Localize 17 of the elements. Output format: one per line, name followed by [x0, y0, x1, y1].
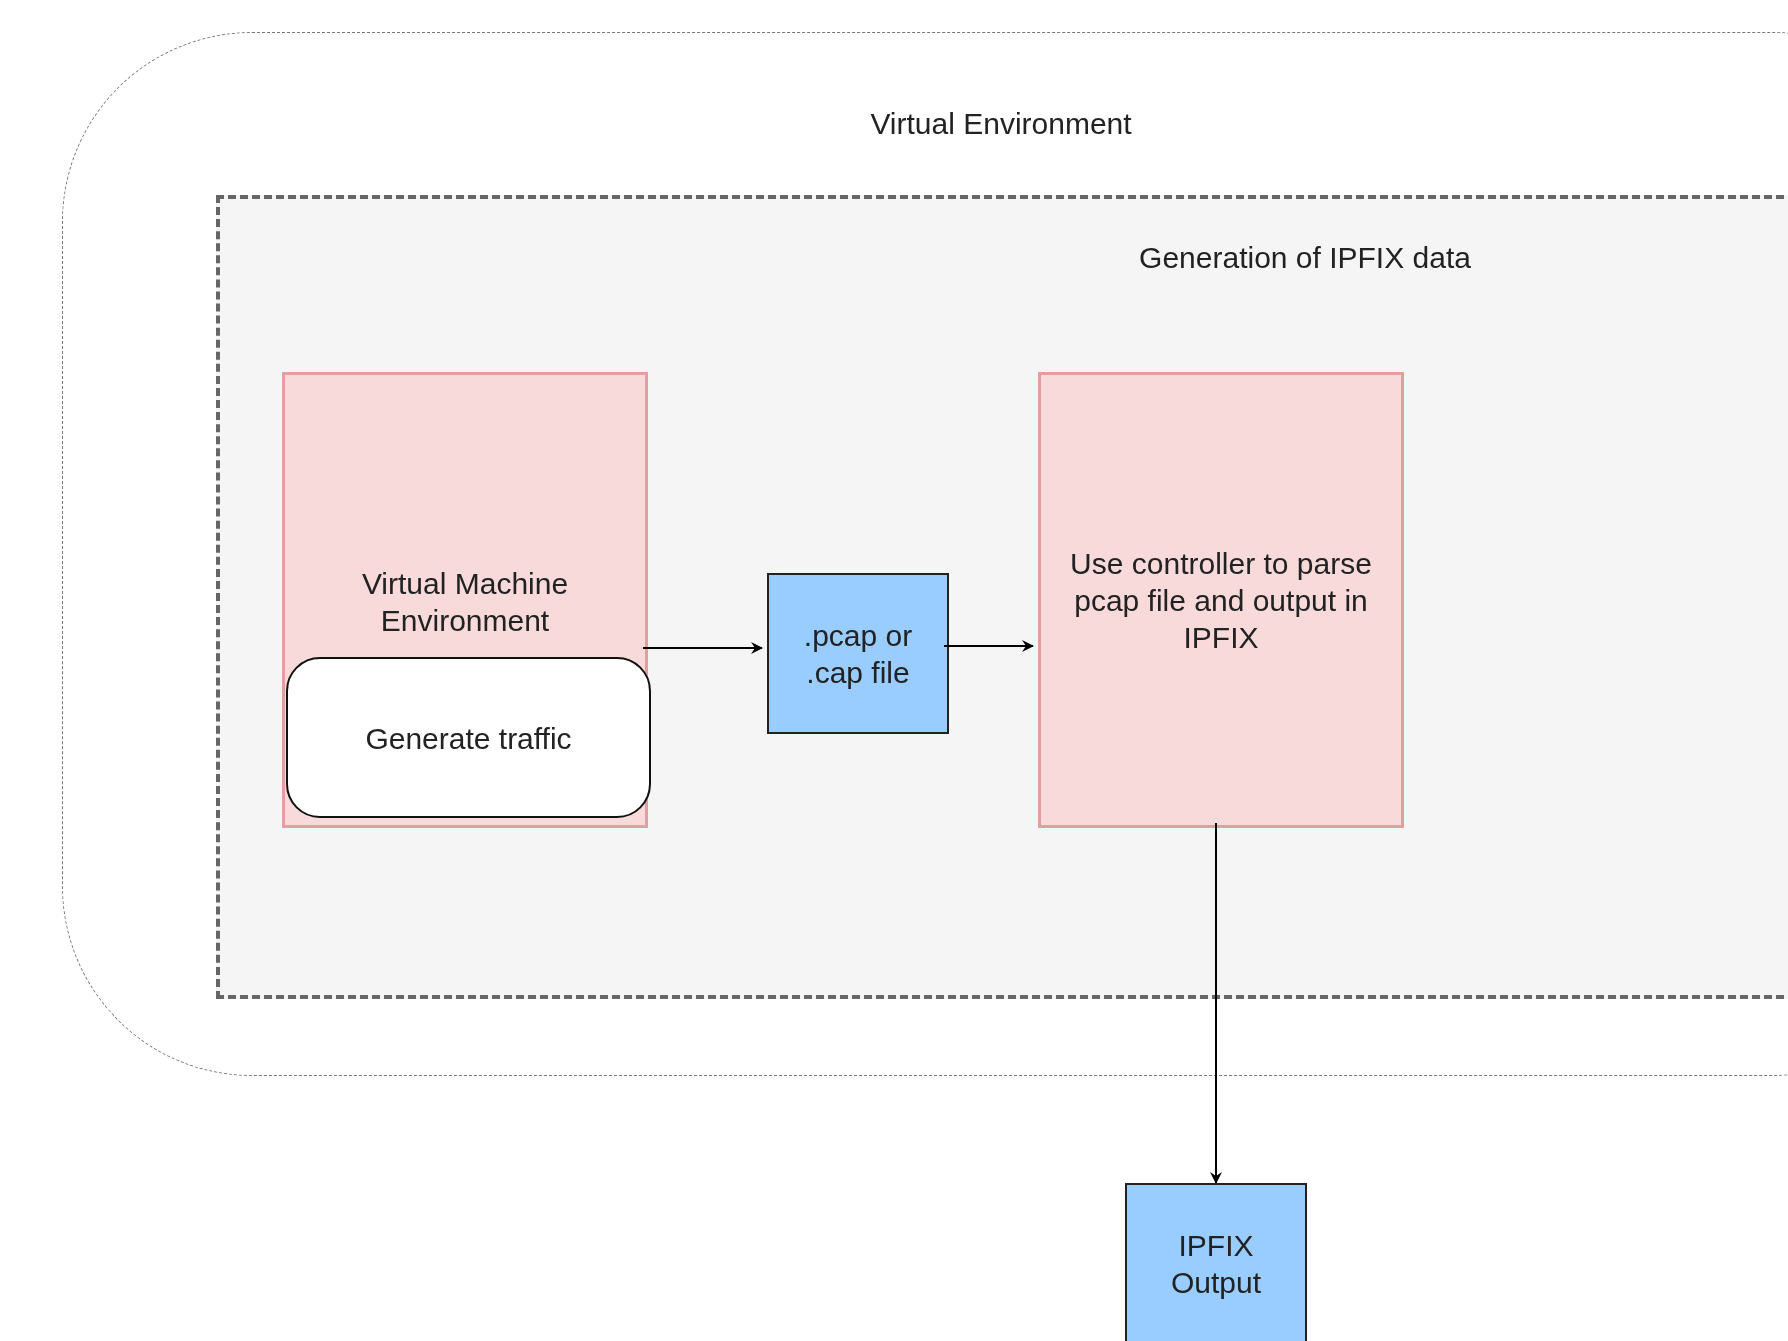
node-label: IPFIX Output — [1169, 1228, 1263, 1301]
file-box — [767, 573, 949, 734]
arrow — [642, 642, 763, 654]
file-box — [1125, 1183, 1307, 1341]
process-box — [1038, 372, 1404, 828]
arrow — [1210, 822, 1222, 1184]
group-title: Virtual Environment — [869, 106, 1133, 142]
group-outline — [62, 32, 1788, 1076]
node-label: .pcap or .cap file — [802, 617, 914, 691]
node-label: Generate traffic — [364, 720, 573, 756]
process-box — [286, 657, 651, 818]
node-label: Use controller to parse pcap file and output in IPFIX — [1069, 546, 1373, 656]
process-box — [282, 372, 648, 828]
group-title: Generation of IPFIX data — [1138, 240, 1472, 276]
node-label: Virtual Machine Environment — [360, 566, 570, 639]
group-box — [216, 195, 1788, 999]
arrow — [943, 640, 1034, 652]
